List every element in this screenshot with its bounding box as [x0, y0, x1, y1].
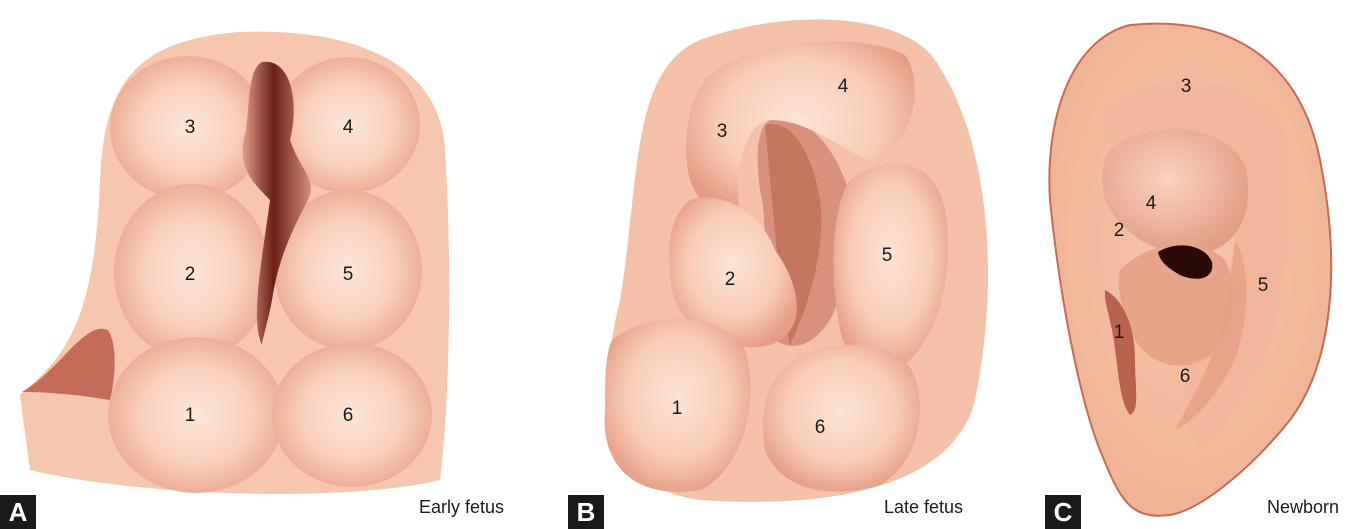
caption-newborn: Newborn — [1267, 497, 1339, 518]
panel-letter-c: C — [1045, 495, 1081, 529]
region-label-2: 2 — [1114, 220, 1125, 242]
region-label-6: 6 — [1180, 366, 1191, 388]
region-label-3: 3 — [1181, 76, 1192, 98]
region-label-1: 1 — [1114, 322, 1125, 344]
region-label-5: 5 — [1258, 275, 1269, 297]
region-label-4: 4 — [1146, 193, 1157, 215]
